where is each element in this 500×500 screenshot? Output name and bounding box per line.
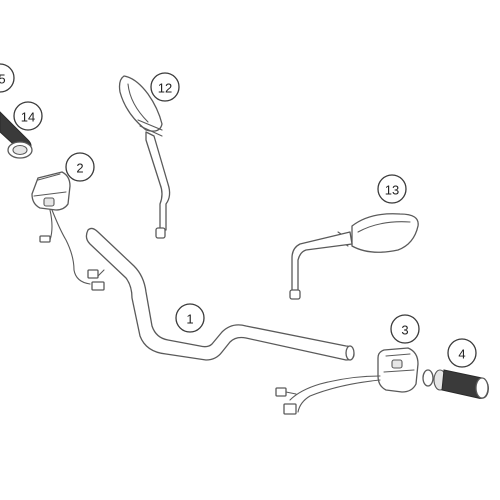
- callout-2: 2: [65, 152, 95, 182]
- callout-label-1: 1: [186, 312, 193, 327]
- callout-label-2: 2: [76, 161, 83, 176]
- callout-3: 3: [390, 314, 420, 344]
- callout-12: 12: [150, 72, 180, 102]
- callout-1: 1: [175, 303, 205, 333]
- handlebar-part: [85, 227, 355, 361]
- callout-label-left-edge: 5: [0, 72, 6, 87]
- left-switch-part: [31, 171, 105, 291]
- left-grip-part: [0, 111, 33, 159]
- callout-14: 14: [13, 101, 43, 131]
- callout-label-12: 12: [158, 81, 172, 96]
- callout-label-14: 14: [21, 110, 35, 125]
- right-grip-part: [422, 369, 489, 399]
- left-mirror-part: [118, 75, 171, 239]
- callout-left-edge: 5: [0, 63, 15, 93]
- callout-label-13: 13: [385, 183, 399, 198]
- right-switch-part: [275, 347, 419, 415]
- callout-label-4: 4: [458, 347, 465, 362]
- callout-13: 13: [377, 174, 407, 204]
- callout-4: 4: [447, 338, 477, 368]
- callout-label-3: 3: [401, 323, 408, 338]
- right-mirror-part: [289, 213, 419, 300]
